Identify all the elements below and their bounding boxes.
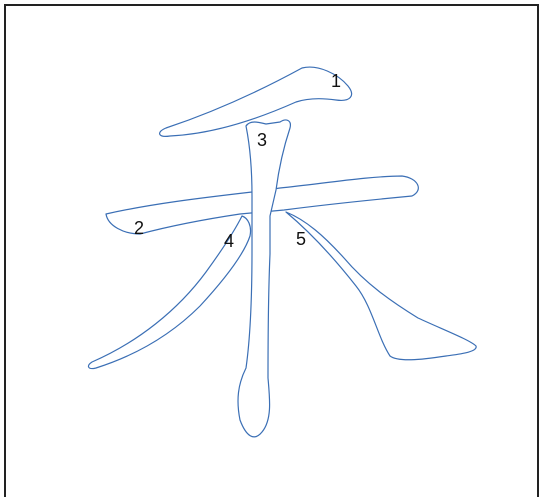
stroke-order-label-5: 5 [296, 230, 306, 248]
stroke-order-label-4: 4 [224, 232, 234, 250]
stroke-order-label-2: 2 [134, 219, 144, 237]
stroke-5-outline [286, 212, 476, 360]
stroke-order-label-3: 3 [257, 131, 267, 149]
stroke-order-label-1: 1 [331, 72, 341, 90]
stroke-3-outline [238, 120, 290, 437]
